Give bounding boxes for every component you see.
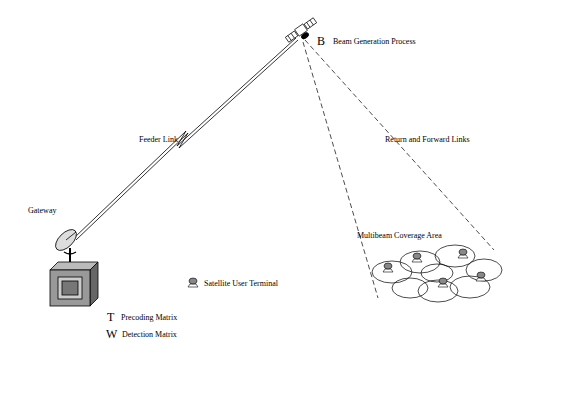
gateway-dish: [52, 226, 80, 262]
terminal-base: [438, 284, 448, 287]
user-terminal-symbol: [383, 263, 393, 272]
solar-panel: [304, 18, 316, 29]
dish-mount: [64, 252, 76, 254]
cone-edge: [305, 40, 494, 250]
area-label: Multibeam Coverage Area: [357, 232, 442, 240]
panel-line: [310, 20, 313, 25]
link-label: Feeder Link: [139, 136, 178, 144]
legend-terminal-sample: [188, 278, 198, 287]
dish-mount: [69, 248, 71, 262]
user-terminals: [383, 249, 486, 287]
panel-line: [288, 36, 291, 41]
beam-spot: [392, 278, 428, 298]
box-side: [90, 262, 98, 306]
cone-edge: [303, 42, 378, 298]
beam-spot: [372, 261, 412, 283]
terminal-dish: [384, 263, 392, 269]
terminal-dish: [459, 249, 467, 255]
beam-spot: [421, 264, 453, 282]
satellite-symbol: [285, 17, 321, 48]
coverage-beams: [372, 245, 502, 302]
user-terminal-symbol: [412, 253, 422, 262]
dish-feed: [66, 232, 76, 240]
terminal-dish: [477, 272, 485, 278]
processing-unit: [50, 262, 98, 306]
symbol-letter: T: [107, 311, 114, 323]
terminal-base: [476, 278, 486, 281]
link-label: Return and Forward Links: [385, 136, 470, 144]
terminal-dish: [413, 253, 421, 259]
box-panel: [58, 277, 82, 299]
panel-line: [307, 22, 310, 27]
feeder-link-line: [76, 40, 298, 240]
symbol-description: Beam Generation Process: [333, 38, 416, 46]
panel-line: [291, 33, 294, 38]
symbol-description: Precoding Matrix: [121, 314, 177, 322]
station-label: Gateway: [28, 207, 56, 215]
beam-spot: [466, 259, 502, 281]
beam-spot: [418, 280, 458, 302]
user-terminal-symbol: [476, 272, 486, 281]
terminal-dish: [189, 278, 197, 284]
terminal-base: [383, 269, 393, 272]
terminal-base: [188, 284, 198, 287]
symbol-description: Detection Matrix: [122, 331, 177, 339]
symbol-letter: B: [317, 35, 325, 47]
dish-reflector: [52, 226, 80, 254]
beam-cone: [303, 40, 494, 298]
box-front: [50, 270, 90, 306]
symbol-letter: W: [106, 328, 117, 340]
satellite-antenna: [300, 31, 309, 40]
solar-panel: [285, 31, 297, 42]
beam-spot: [450, 276, 490, 298]
feeder-link: [74, 38, 298, 240]
terminal-dish: [439, 278, 447, 284]
legend-text: Satellite User Terminal: [204, 280, 278, 288]
terminal-base: [412, 259, 422, 262]
box-panel: [62, 281, 78, 295]
beam-spot: [400, 251, 440, 273]
terminal-base: [458, 255, 468, 258]
user-terminal-symbol: [438, 278, 448, 287]
user-terminal-symbol: [458, 249, 468, 258]
